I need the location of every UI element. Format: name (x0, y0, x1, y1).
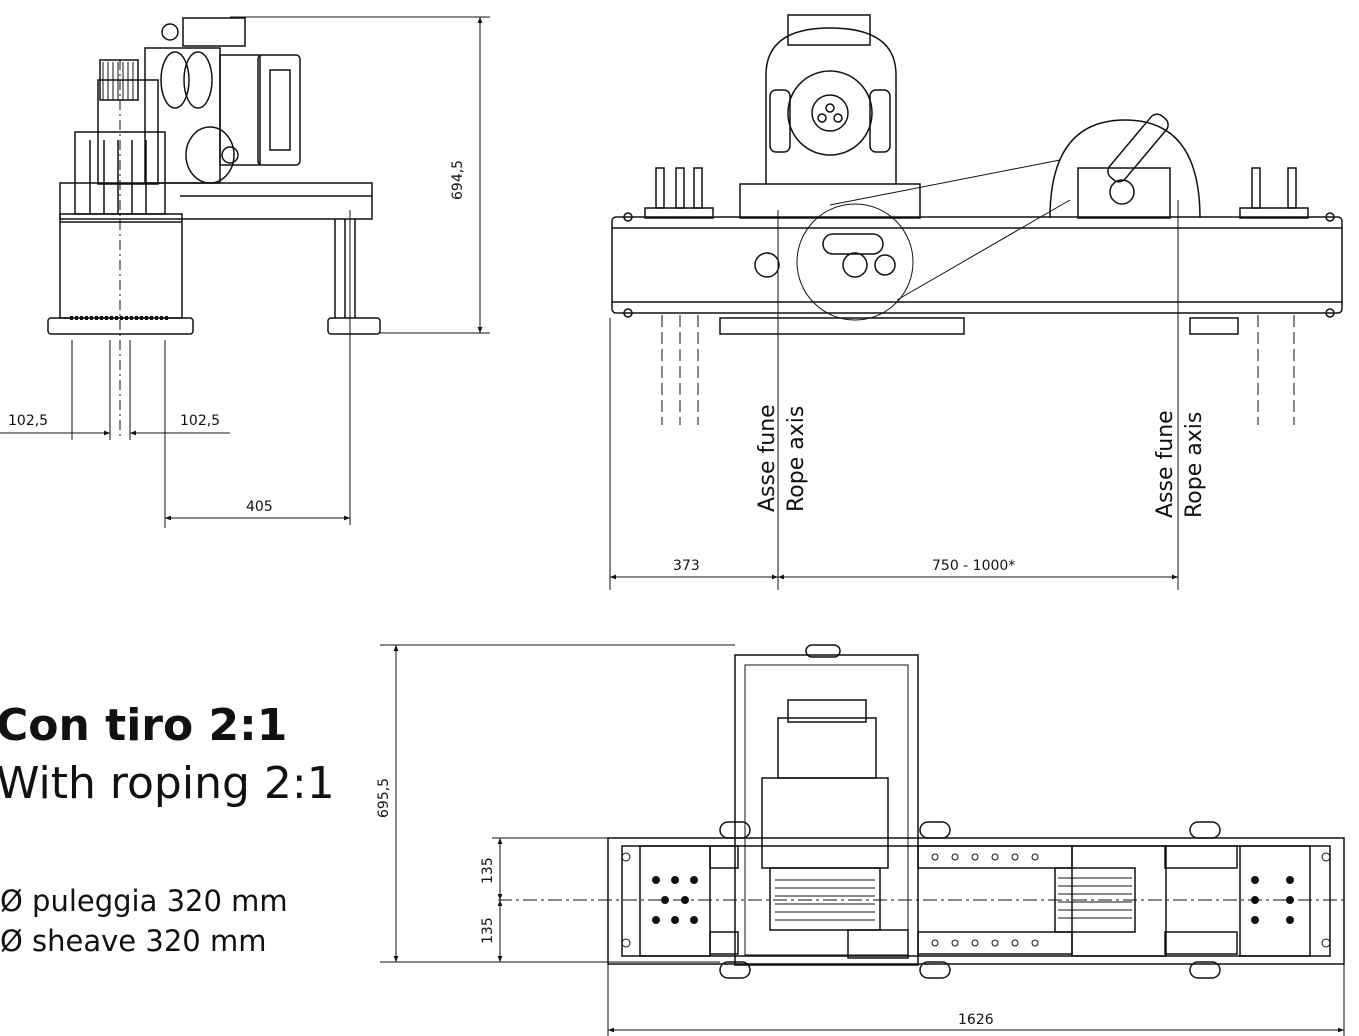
top-view (498, 644, 1345, 979)
label-axis-it-2: Asse fune (1153, 410, 1178, 518)
dim-top-height: 695,5 (376, 778, 392, 818)
side-dimensions (0, 16, 490, 528)
dim-front-span: 750 - 1000* (932, 558, 1015, 574)
title-sub: With roping 2:1 (0, 758, 335, 809)
dim-top-upper: 135 (480, 857, 496, 884)
top-dimensions (380, 644, 1345, 1036)
dim-top-length: 1626 (958, 1012, 994, 1028)
dim-front-left: 373 (673, 558, 700, 574)
label-axis-en-1: Rope axis (784, 406, 809, 512)
dim-top-lower: 135 (480, 917, 496, 944)
spec-sheave-en: Ø sheave 320 mm (0, 924, 267, 958)
dim-left-offset-b: 102,5 (180, 413, 220, 429)
front-view (609, 14, 1343, 590)
dim-side-height: 694,5 (450, 160, 466, 200)
dim-left-offset-a: 102,5 (8, 413, 48, 429)
dim-side-width: 405 (246, 499, 273, 515)
label-axis-it-1: Asse fune (755, 404, 780, 512)
label-axis-en-2: Rope axis (1182, 412, 1207, 518)
title-main: Con tiro 2:1 (0, 700, 288, 751)
side-view (47, 17, 381, 525)
spec-sheave-it: Ø puleggia 320 mm (0, 884, 288, 918)
